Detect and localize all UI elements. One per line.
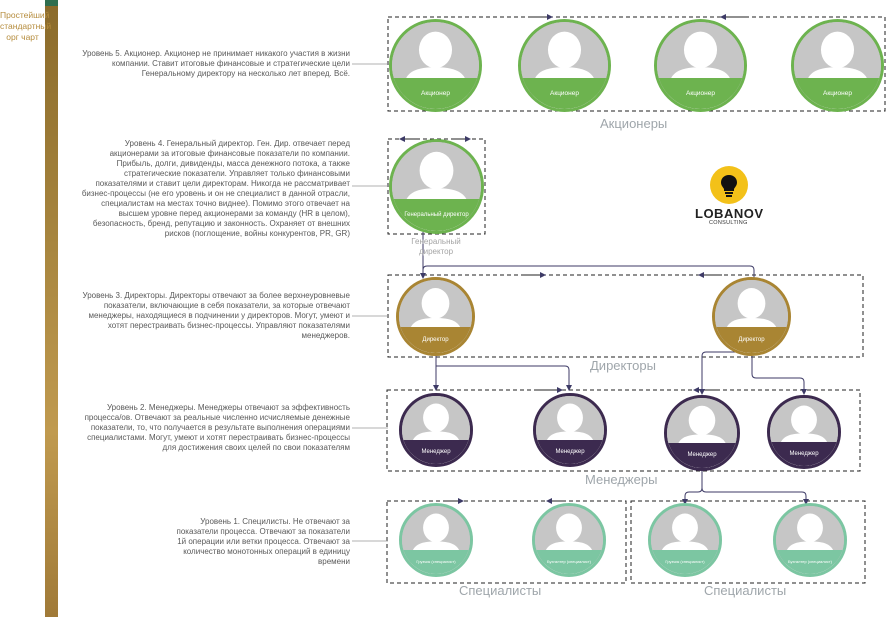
manager-node-3: Менеджер — [664, 395, 740, 471]
specialist-node-2: Бухгалтер (специалист) — [532, 503, 606, 577]
sidebar-title: Простейший стандартный орг чарт — [0, 10, 52, 42]
level-1-description: Уровень 1. Специлисты. Не отвечают за по… — [176, 517, 351, 566]
specialist-node-1: Грузчик (специалист) — [399, 503, 473, 577]
node-band — [667, 442, 737, 468]
node-band — [536, 439, 604, 464]
group-label-directors: Директоры — [590, 358, 656, 373]
manager-node-4: Менеджер — [767, 395, 841, 469]
node-label: Акционер — [421, 89, 450, 97]
ceo-node: Генеральный директор — [389, 139, 484, 234]
level-4-description: Уровень 4. Генеральный директор. Ген. Ди… — [81, 139, 350, 238]
logo-subtitle: CONSULTING — [709, 220, 748, 226]
frame-specialists-right — [630, 500, 866, 584]
node-label: Директор — [422, 336, 449, 343]
node-band — [651, 549, 719, 574]
node-label: Директор — [738, 336, 765, 343]
node-label: Акционер — [686, 89, 715, 97]
node-label: Менеджер — [421, 448, 451, 455]
manager-node-1: Менеджер — [399, 393, 473, 467]
group-label-ceo: Генеральный директор — [411, 237, 461, 256]
shareholder-node-3: Акционер — [654, 19, 747, 112]
logo-name: LOBANOV — [695, 206, 764, 221]
level-3-description: Уровень 3. Директоры. Директоры отвечают… — [82, 291, 350, 340]
node-label: Менеджер — [789, 450, 819, 457]
director-node-1: Директор — [396, 277, 475, 356]
level-2-description: Уровень 2. Менеджеры. Менеджеры отвечают… — [84, 403, 350, 452]
specialist-node-4: Бухгалтер (специалист) — [773, 503, 847, 577]
node-band — [521, 77, 608, 109]
node-band — [392, 198, 481, 231]
node-band — [776, 549, 844, 574]
node-label: Акционер — [823, 89, 852, 97]
shareholder-node-2: Акционер — [518, 19, 611, 112]
node-label: Акционер — [550, 89, 579, 97]
node-band — [794, 77, 881, 109]
group-label-shareholders: Акционеры — [600, 116, 668, 131]
level-5-description: Уровень 5. Акционер. Акционер не принима… — [82, 49, 350, 78]
manager-node-2: Менеджер — [533, 393, 607, 467]
node-label: Бухгалтер (специалист) — [546, 558, 592, 564]
node-band — [770, 441, 838, 466]
frame-managers — [386, 389, 861, 472]
node-label: Менеджер — [555, 448, 585, 455]
node-band — [392, 77, 479, 109]
node-label: Менеджер — [687, 452, 717, 459]
node-label: Генеральный директор — [404, 211, 469, 218]
specialist-node-3: Грузчик (специалист) — [648, 503, 722, 577]
node-band — [402, 439, 470, 464]
shareholder-node-4: Акционер — [791, 19, 884, 112]
node-label: Грузчик (специалист) — [665, 558, 705, 564]
director-node-2: Директор — [712, 277, 791, 356]
frame-specialists-left — [386, 500, 627, 584]
node-band — [402, 549, 470, 574]
sidebar-bar — [45, 0, 58, 617]
node-band — [535, 549, 603, 574]
group-label-specialists-right: Специалисты — [704, 583, 787, 598]
node-band — [657, 77, 744, 109]
node-band — [715, 326, 788, 353]
lightbulb-icon — [710, 166, 748, 204]
shareholder-node-1: Акционер — [389, 19, 482, 112]
frame-ceo — [387, 138, 486, 235]
node-label: Бухгалтер (специалист) — [787, 558, 833, 564]
sidebar-top-accent — [45, 0, 58, 6]
node-band — [399, 326, 472, 353]
group-label-specialists-left: Специалисты — [459, 583, 542, 598]
node-label: Грузчик (специалист) — [416, 558, 456, 564]
group-label-managers: Менеджеры — [585, 472, 658, 487]
